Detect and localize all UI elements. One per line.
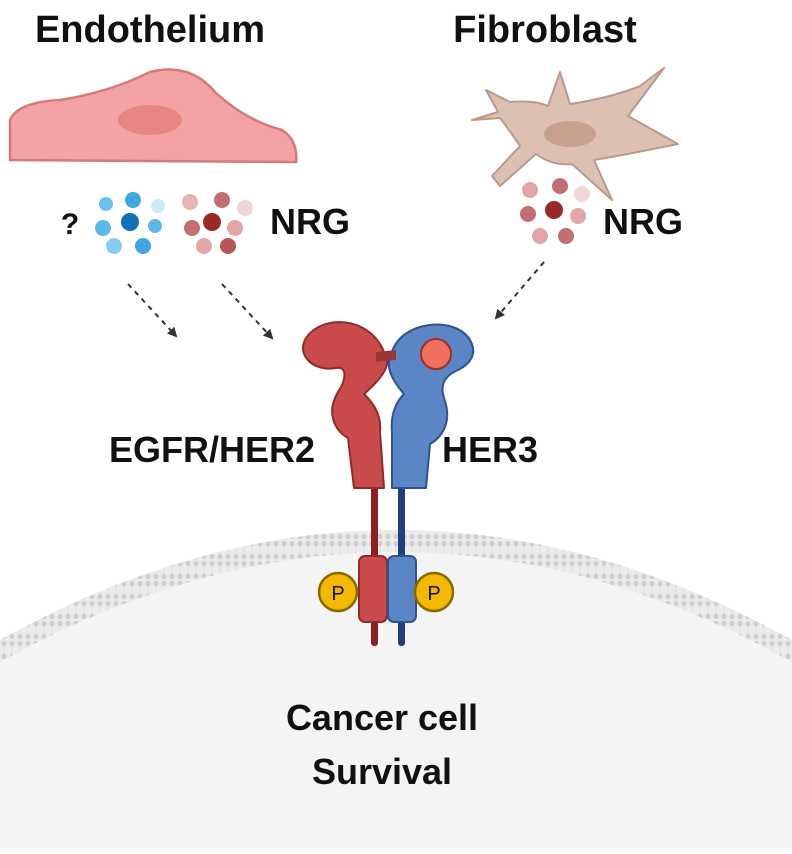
fibroblast-nucleus	[544, 121, 596, 147]
phosphate-icon-right: P	[413, 571, 455, 613]
her2-kinase-domain	[358, 555, 388, 623]
nrg-ligand-cluster-icon-left	[182, 192, 253, 254]
unknown-factor-label: ?	[61, 208, 79, 241]
fibroblast-label: Fibroblast	[453, 9, 637, 51]
endothelium-label: Endothelium	[35, 9, 265, 51]
arrow-nrg-endothelium-to-receptor	[221, 283, 274, 340]
signal-arrows	[127, 261, 545, 340]
phosphate-icon-left: P	[317, 571, 359, 613]
nrg-ligand-cluster-icon-right	[520, 178, 590, 244]
her3-dimer-arm	[376, 350, 396, 362]
endothelial-cell-icon	[8, 68, 298, 164]
cell-interior	[0, 552, 792, 849]
arrow-unknown-to-receptor	[127, 283, 178, 338]
bound-nrg-ligand	[420, 338, 452, 370]
fibroblast-cell-icon	[471, 67, 679, 201]
survival-label: Survival	[312, 751, 452, 792]
cancer-cell-label: Cancer cell	[286, 697, 478, 738]
her3-label: HER3	[442, 429, 538, 470]
phospho-label-left: P	[331, 583, 344, 605]
endothelium-nucleus	[118, 105, 182, 135]
her3-extracellular-domain	[387, 323, 475, 489]
phospho-label-right: P	[427, 583, 440, 605]
nrg-label-fibroblast: NRG	[603, 201, 683, 242]
her2-extracellular-domain	[301, 321, 389, 489]
cancer-cell	[0, 530, 792, 849]
nrg-label-endothelium: NRG	[270, 201, 350, 242]
egfr-her2-label: EGFR/HER2	[109, 429, 315, 470]
arrow-nrg-fibroblast-to-receptor	[494, 261, 545, 320]
secreted-factor-cluster-icon	[95, 192, 165, 254]
her3-kinase-domain	[387, 555, 417, 623]
